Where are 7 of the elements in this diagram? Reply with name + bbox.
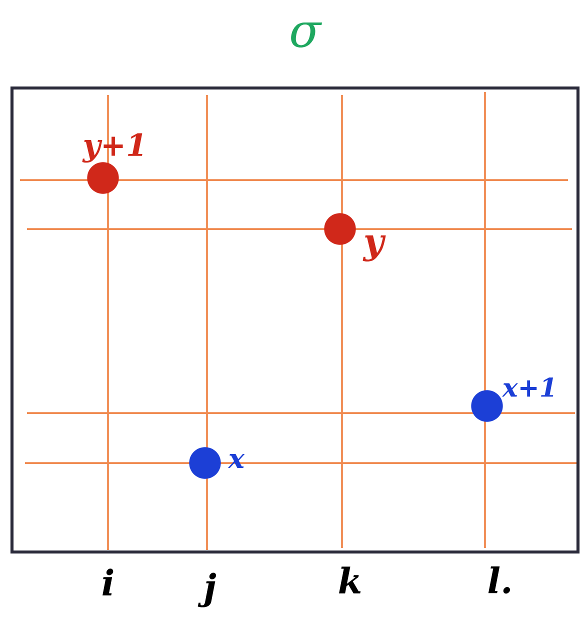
title: σ [291, 22, 322, 48]
point-label: y [362, 235, 386, 262]
axis-label: i [102, 568, 114, 596]
axis-label: l. [488, 566, 510, 594]
axis-label: k [339, 566, 361, 594]
axis-label: j [198, 572, 216, 608]
point-label: x+1 [502, 377, 554, 397]
